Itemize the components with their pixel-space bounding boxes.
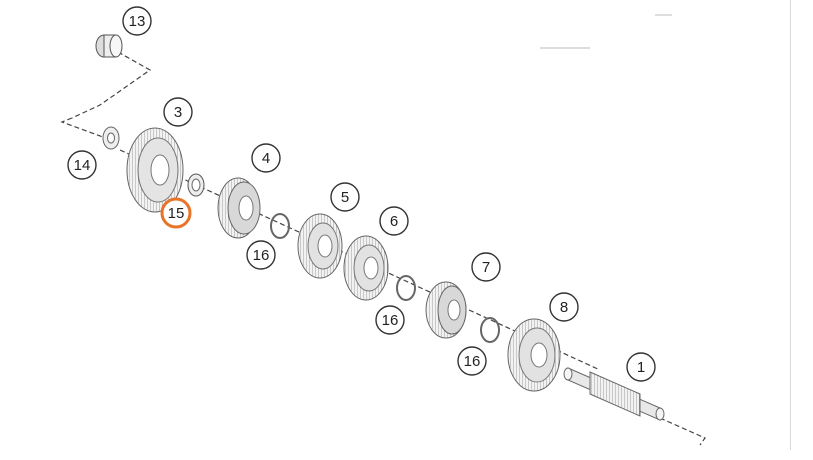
- bearing-part-13: [95, 34, 123, 58]
- callout-16-b-label: 16: [382, 312, 399, 329]
- callout-6[interactable]: 6: [379, 206, 409, 236]
- callout-7-label: 7: [482, 259, 490, 276]
- callout-13-ring: [122, 6, 152, 36]
- callout-16-c[interactable]: 16: [457, 346, 487, 376]
- callout-8-ring: [549, 292, 579, 322]
- callout-14[interactable]: 14: [67, 150, 97, 180]
- gear-part-4: [217, 177, 261, 239]
- callout-1-ring: [626, 352, 656, 382]
- splined-shaft-part-1: [563, 367, 665, 421]
- callout-4-ring: [251, 143, 281, 173]
- callout-5-ring: [330, 182, 360, 212]
- gear-part-6: [343, 235, 389, 301]
- callout-1-label: 1: [637, 359, 645, 376]
- page-edge-divider: [790, 0, 791, 450]
- gear-part-3: [126, 127, 184, 213]
- callout-16-a-label: 16: [253, 247, 270, 264]
- callout-5[interactable]: 5: [330, 182, 360, 212]
- callout-3-ring: [163, 97, 193, 127]
- washer-part-14: [102, 126, 120, 150]
- callout-14-ring: [67, 150, 97, 180]
- needle-bearing-part-15: [187, 173, 205, 197]
- callout-16-b-ring: [375, 305, 405, 335]
- callout-6-ring: [379, 206, 409, 236]
- callout-14-label: 14: [74, 157, 91, 174]
- faint-marks: [540, 14, 672, 49]
- callout-3-label: 3: [174, 104, 182, 121]
- circlip-part-16-c: [480, 317, 500, 343]
- callout-4[interactable]: 4: [251, 143, 281, 173]
- callout-16-c-ring: [457, 346, 487, 376]
- circlip-part-16-b: [396, 275, 416, 301]
- callout-8[interactable]: 8: [549, 292, 579, 322]
- callout-16-a[interactable]: 16: [246, 240, 276, 270]
- gear-part-8: [507, 318, 561, 392]
- gear-part-5: [297, 213, 343, 279]
- callout-13-label: 13: [129, 13, 146, 30]
- callout-3[interactable]: 3: [163, 97, 193, 127]
- callout-7[interactable]: 7: [471, 252, 501, 282]
- callout-16-c-label: 16: [464, 353, 481, 370]
- callout-8-label: 8: [560, 299, 568, 316]
- callout-1[interactable]: 1: [626, 352, 656, 382]
- callout-4-label: 4: [262, 150, 270, 167]
- callout-15-ring-highlighted: [160, 197, 192, 229]
- callout-6-label: 6: [390, 213, 398, 230]
- callout-5-label: 5: [341, 189, 349, 206]
- callout-16-b[interactable]: 16: [375, 305, 405, 335]
- callout-16-a-ring: [246, 240, 276, 270]
- callout-13[interactable]: 13: [122, 6, 152, 36]
- circlip-part-16-a: [270, 213, 290, 239]
- callout-7-ring: [471, 252, 501, 282]
- gear-part-7: [425, 281, 467, 339]
- callout-15[interactable]: 15: [160, 197, 192, 229]
- callout-15-label: 15: [168, 205, 185, 222]
